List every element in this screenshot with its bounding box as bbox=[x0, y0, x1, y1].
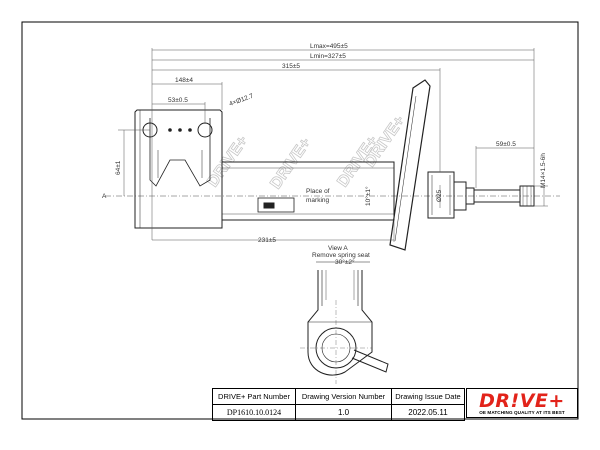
dimension-labels: Lmax=495±5 Lmin=327±5 315±5 148±4 53±0.5… bbox=[102, 43, 547, 266]
dim-lmin: Lmin=327±5 bbox=[310, 53, 346, 60]
dim-lmax: Lmax=495±5 bbox=[310, 43, 348, 50]
version-header: Drawing Version Number bbox=[295, 388, 392, 405]
dim-angle: 10°±1° bbox=[364, 186, 372, 206]
dim-231: 231±5 bbox=[258, 237, 276, 244]
part-number-header: DRIVE+ Part Number bbox=[212, 388, 296, 405]
spring-seat bbox=[389, 79, 431, 251]
view-a-label: View A bbox=[328, 245, 348, 252]
dim-315: 315±5 bbox=[282, 63, 300, 70]
logo-wordmark: DR!VE+ bbox=[479, 390, 565, 412]
strut-side-view bbox=[105, 79, 560, 251]
view-a-drawing bbox=[300, 261, 389, 384]
dim-64: 64±1 bbox=[115, 160, 122, 175]
place-of-marking-line2: marking bbox=[306, 197, 330, 204]
dim-59: 59±0.5 bbox=[496, 141, 516, 148]
version-value: 1.0 bbox=[295, 404, 392, 421]
bracket-plate bbox=[134, 109, 223, 229]
remove-spring-seat-label: Remove spring seat bbox=[312, 252, 370, 259]
issue-date-header: Drawing Issue Date bbox=[391, 388, 465, 405]
arrow-a-label: A bbox=[102, 193, 107, 200]
title-block: DRIVE+ Part Number Drawing Version Numbe… bbox=[212, 388, 465, 421]
bracket-profile bbox=[149, 118, 211, 187]
dim-d25: Ø25 bbox=[436, 189, 443, 202]
dim-53: 53±0.5 bbox=[168, 97, 188, 104]
brand-logo: DR!VE+ OE MATCHING QUALITY AT ITS BEST bbox=[466, 388, 578, 418]
dim-148: 148±4 bbox=[175, 77, 193, 84]
marking-plate bbox=[257, 197, 295, 213]
logo-tagline: OE MATCHING QUALITY AT ITS BEST bbox=[479, 410, 565, 415]
dim-hole: 4×Ø12.7 bbox=[228, 93, 254, 108]
view-a-bracket bbox=[307, 270, 373, 376]
strut-tube bbox=[221, 161, 395, 221]
watermark: DRIVE+ bbox=[267, 135, 314, 192]
place-of-marking-line1: Place of bbox=[306, 188, 330, 195]
watermarks: DRIVE+ DRIVE+ DRIVE+ DRIVE+ bbox=[204, 112, 409, 192]
dimension-lines bbox=[118, 48, 548, 242]
dim-thread: M14×1.5-6h bbox=[540, 153, 547, 188]
part-number-value: DP1610.10.0124 bbox=[212, 404, 296, 421]
issue-date-value: 2022.05.11 bbox=[391, 404, 465, 421]
view-a-tab bbox=[351, 349, 389, 373]
